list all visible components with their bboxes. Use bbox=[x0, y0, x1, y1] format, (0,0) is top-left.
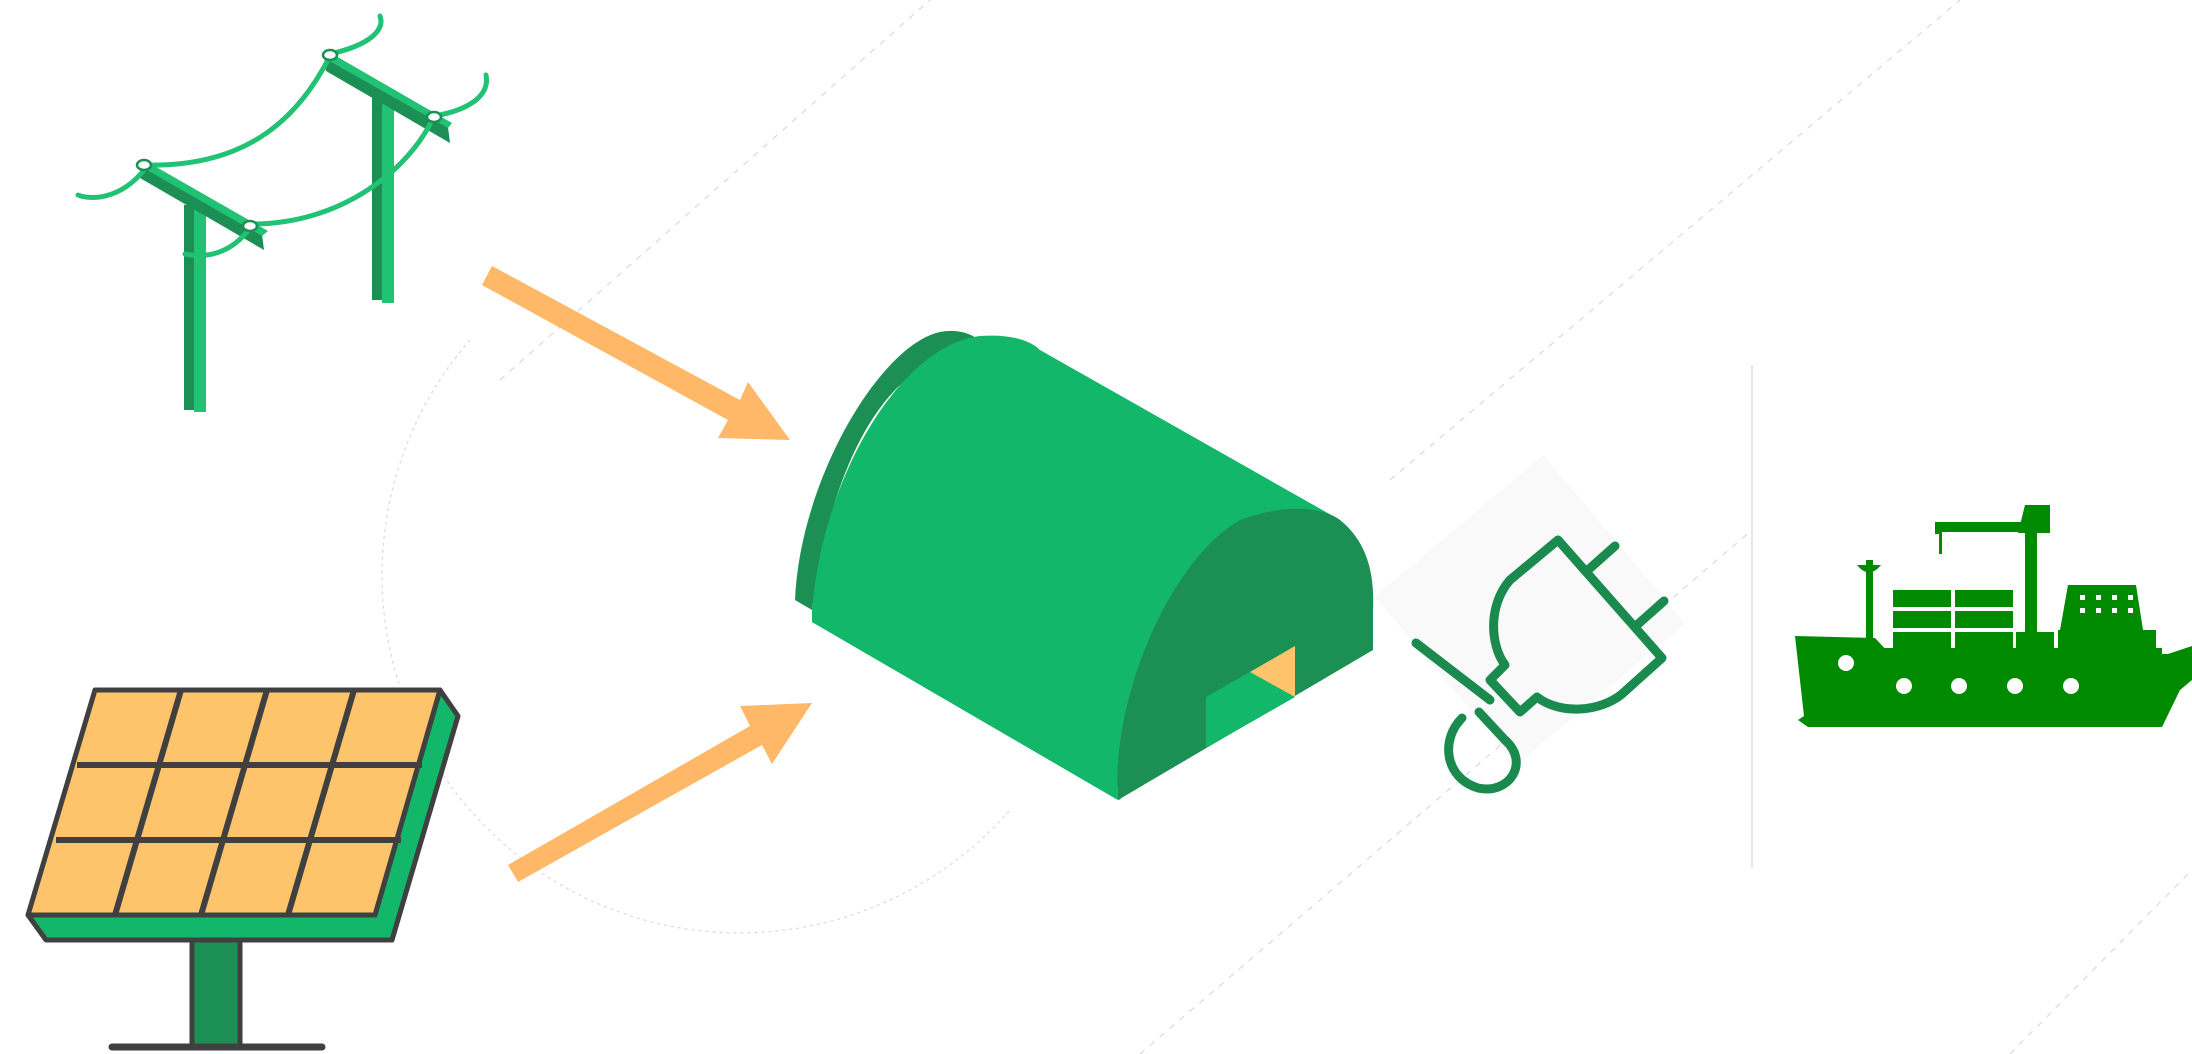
arrow-grid-to-hub bbox=[482, 266, 790, 440]
bg-dashed-diagonal bbox=[2010, 870, 2192, 1054]
energy-storage-shelter-icon bbox=[795, 331, 1373, 800]
solar-panel-icon bbox=[28, 690, 458, 1047]
bg-plug-backdrop bbox=[1375, 455, 1685, 765]
arrow-solar-to-hub bbox=[508, 703, 812, 882]
bg-dashed-diagonal bbox=[1390, 0, 1960, 480]
utility-pole-icon bbox=[78, 16, 487, 412]
container-ship-icon bbox=[1795, 505, 2192, 727]
